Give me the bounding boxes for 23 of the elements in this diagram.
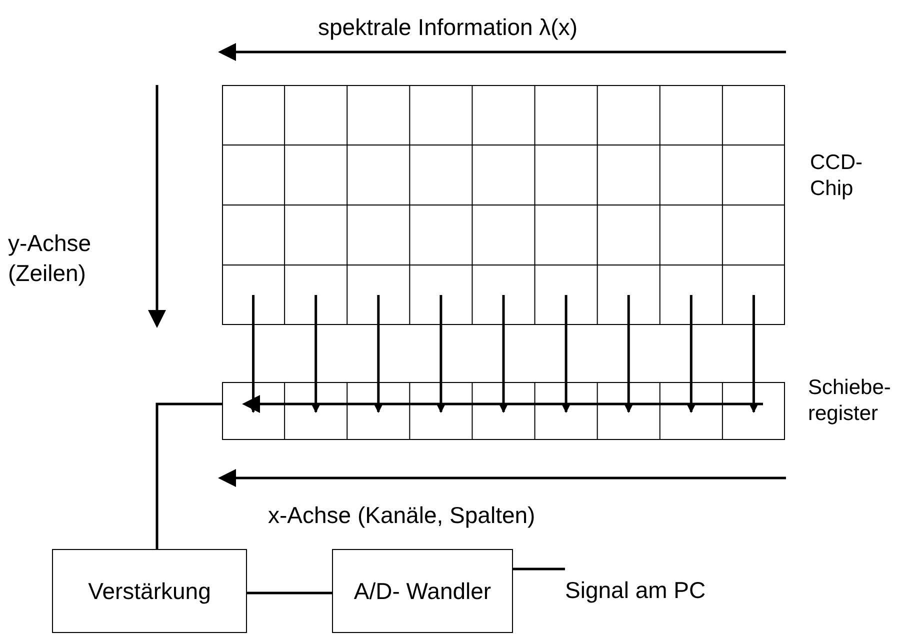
arrow xyxy=(561,295,572,413)
arrow xyxy=(624,295,634,413)
axis-label: x-Achse (Kanäle, Spalten) xyxy=(268,501,536,530)
process-box xyxy=(52,549,247,633)
connector-line xyxy=(156,402,222,549)
axis-label: spektrale Information λ(x) xyxy=(318,13,578,42)
component-label: Schiebe- register xyxy=(808,375,892,427)
component-label: CCD- Chip xyxy=(810,150,864,202)
arrow xyxy=(748,295,759,413)
arrow xyxy=(686,295,696,413)
register-row xyxy=(222,382,785,440)
box-label: Verstärkung xyxy=(87,577,212,605)
connector-line xyxy=(247,592,332,594)
arrow xyxy=(436,295,446,413)
arrow xyxy=(310,295,321,413)
pixel-grid xyxy=(222,85,785,325)
arrow xyxy=(498,295,508,413)
box-label: A/D- Wandler xyxy=(352,577,492,605)
axis-label: y-Achse (Zeilen) xyxy=(8,229,92,288)
connector-line xyxy=(513,568,565,570)
arrow xyxy=(373,295,384,413)
output-label: Signal am PC xyxy=(565,575,706,605)
process-box xyxy=(332,549,513,633)
